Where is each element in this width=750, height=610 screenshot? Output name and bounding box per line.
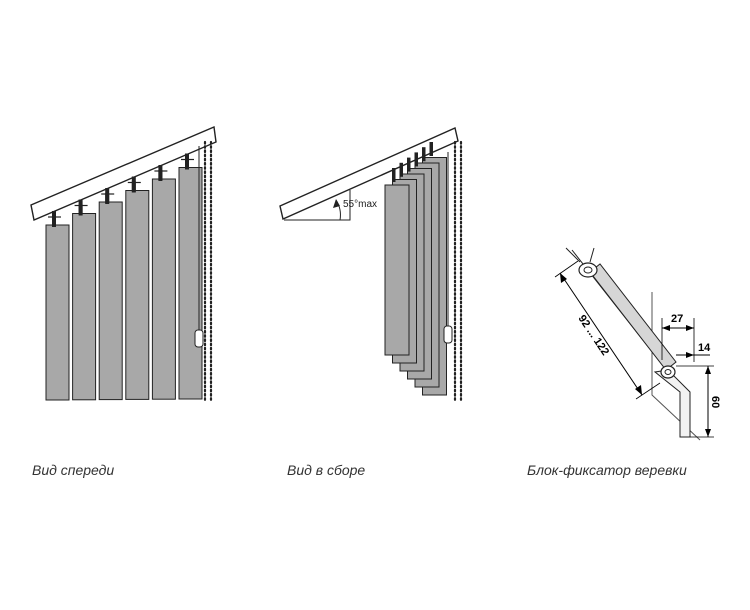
slat-clip (78, 199, 83, 215)
cord-weight-icon (194, 329, 204, 348)
angle-label: 55°max (343, 199, 377, 210)
stacked-clip (399, 162, 403, 177)
dim-length-arrow-bottom (635, 385, 642, 395)
lock-tube (589, 263, 677, 371)
dim-length-line (559, 272, 643, 396)
headrail-stacked (279, 127, 459, 220)
dim-14-arrow (686, 352, 694, 358)
dim-length-label: 92 ... 122 (576, 313, 612, 358)
dim-length-ext-top (554, 260, 579, 278)
stacked-view-diagram: 55°max (279, 127, 463, 402)
slat-clip (105, 188, 110, 203)
slat-clip (158, 165, 163, 180)
slat (98, 201, 123, 401)
dim-length-ext-bottom (635, 382, 661, 400)
dim-14-label: 14 (698, 342, 711, 354)
stacked-clip (407, 157, 411, 172)
caption-front-view: Вид спереди (32, 462, 115, 478)
stacked-clip (429, 142, 433, 156)
slat-clip (131, 176, 136, 192)
slat-clip (185, 153, 189, 169)
slat-clip (52, 211, 56, 226)
cord-weight-icon (443, 325, 453, 344)
angle-wedge (284, 190, 351, 221)
stacked-clip (414, 152, 418, 167)
slat (72, 213, 97, 401)
stacked-clip (422, 147, 426, 162)
dim-length-arrow-top (560, 273, 567, 283)
dim-27-label: 27 (671, 313, 683, 325)
bracket-body (653, 369, 691, 438)
dim-27-arrow-l (662, 325, 670, 331)
dim-60-arrow-t (705, 366, 711, 374)
slat (45, 224, 70, 401)
dim-60-label: 60 (709, 396, 721, 408)
headrail (30, 125, 217, 221)
stacked-slat (384, 184, 410, 356)
angle-arrow (333, 199, 340, 208)
dim-27-arrow-r (686, 325, 694, 331)
slat (151, 178, 176, 400)
caption-cord-lock: Блок-фиксатор веревки (527, 462, 687, 478)
cord-ends (565, 247, 595, 263)
front-view-diagram (30, 125, 217, 402)
cord-ring-icon (578, 262, 598, 278)
stacked-clip (392, 168, 396, 182)
cord-ring-bottom-icon (660, 365, 676, 379)
cord-lock-diagram: 92 ... 122 27 14 60 (554, 247, 721, 441)
caption-stacked-view: Вид в сборе (287, 462, 366, 478)
slat (125, 190, 150, 400)
cord-ring-inner (583, 266, 593, 274)
cord-ring-bottom-inner (664, 369, 672, 375)
dim-60-arrow-b (705, 429, 711, 437)
